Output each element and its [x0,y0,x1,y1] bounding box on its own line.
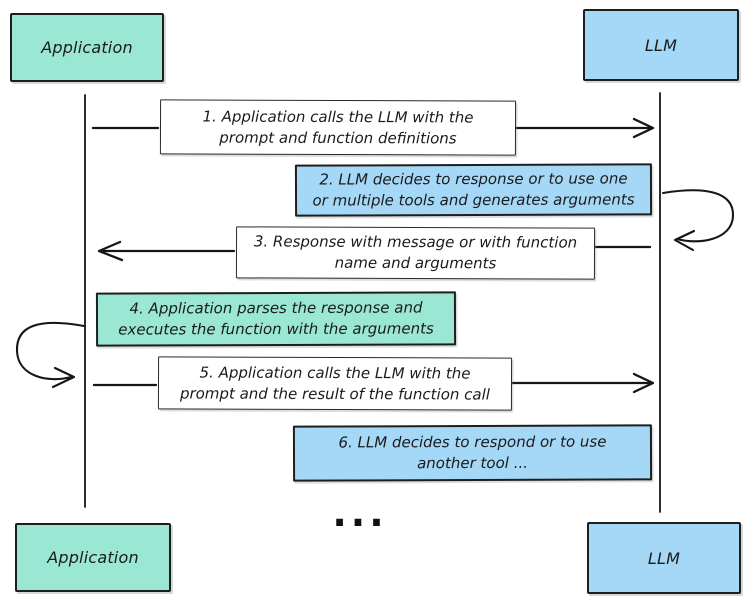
llm-self-loop-arrowhead-icon [673,229,696,252]
continuation-ellipsis: ... [332,491,388,535]
message-6-label: 6. LLM decides to respond or to use anot… [292,424,653,482]
actor-llm-bottom: LLM [587,522,741,594]
actor-application-top-label: Application [41,38,133,57]
message-5-line-2: prompt and the result of the function ca… [179,383,490,404]
message-1-line-1: 1. Application calls the LLM with the [202,107,474,126]
actor-application-bottom-label: Application [47,548,139,567]
message-3-label: 3. Response with message or with functio… [235,226,596,280]
application-self-loop-arrowhead-icon [51,366,76,389]
message-3-arrowhead-left-icon [97,240,124,262]
message-4-line-2: executes the function with the arguments [118,319,434,339]
actor-llm-top: LLM [583,9,739,81]
actor-application-bottom: Application [15,523,171,592]
message-5-arrowhead-right-icon [632,372,655,394]
message-5-label: 5. Application calls the LLM with the pr… [157,356,513,411]
message-1-label: 1. Application calls the LLM with the pr… [159,99,517,156]
llm-self-loop-arrow [661,189,735,243]
message-5-line-1: 5. Application calls the LLM with the [199,363,471,382]
message-1-line-2: prompt and function definitions [219,128,457,147]
application-self-loop-arrow [15,321,86,381]
actor-llm-top-label: LLM [644,35,678,55]
message-2-line-2: or multiple tools and generates argument… [312,190,635,210]
actor-llm-bottom-label: LLM [647,548,681,568]
message-3-line-2: name and arguments [334,253,497,273]
message-1-arrowhead-right-icon [632,117,655,139]
message-6-line-1: 6. LLM decides to respond or to use [338,432,607,452]
message-6-line-2: another tool ... [417,453,529,473]
message-2-line-1: 2. LLM decides to response or to use one [319,169,628,189]
message-4-line-1: 4. Application parses the response and [129,298,423,318]
message-4-label: 4. Application parses the response and e… [95,291,457,347]
message-2-label: 2. LLM decides to response or to use one… [294,163,653,217]
actor-application-top: Application [10,13,164,82]
message-3-line-1: 3. Response with message or with functio… [253,232,578,252]
